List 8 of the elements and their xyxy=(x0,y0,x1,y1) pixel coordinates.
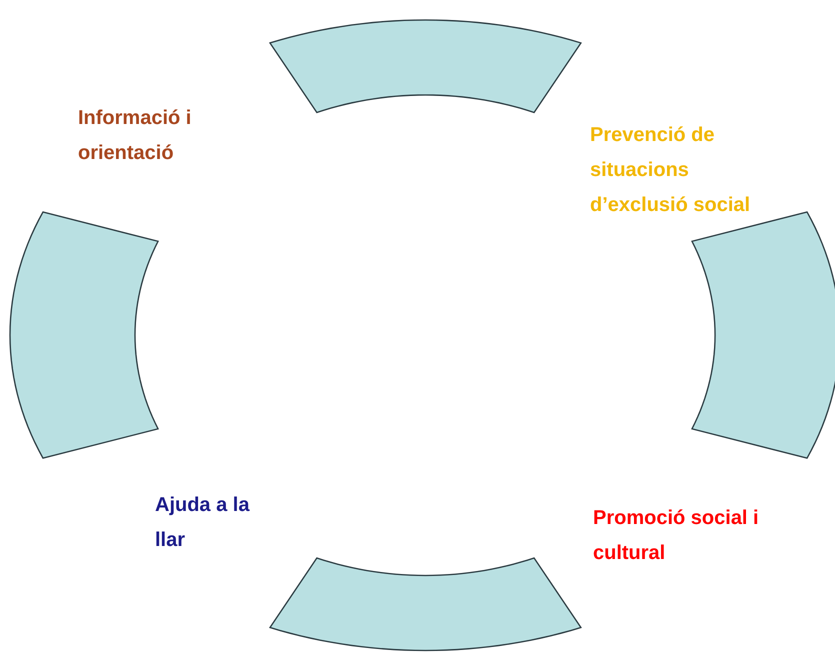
ring-segment xyxy=(270,558,580,650)
category-label: Prevenció de situacions d’exclusió social xyxy=(590,123,752,218)
category-label: Ajuda a la llar xyxy=(155,493,251,553)
ring-segment xyxy=(270,20,580,112)
ring-segment xyxy=(10,212,158,458)
category-label: Promoció social i cultural xyxy=(593,506,760,566)
ring-segment xyxy=(692,212,835,458)
category-label: Informació i orientació xyxy=(78,106,192,166)
